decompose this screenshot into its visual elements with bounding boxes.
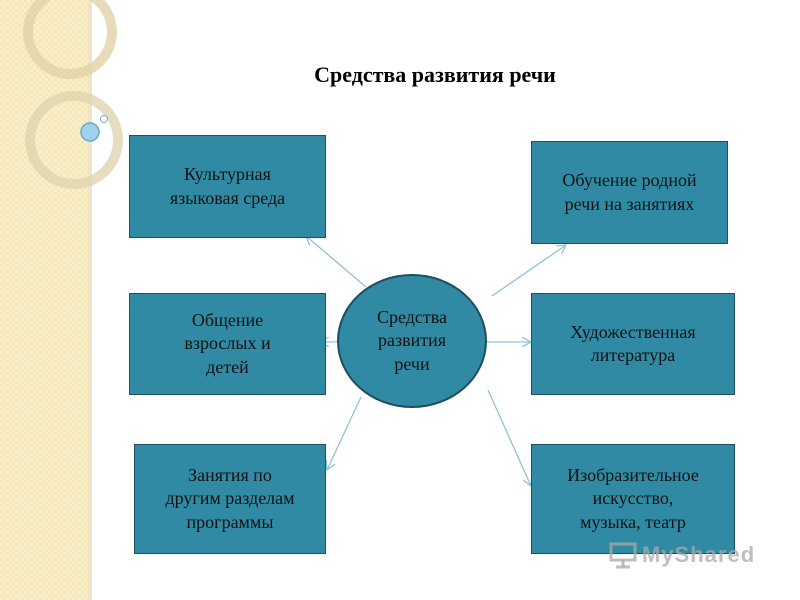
- box-fiction: Художественная литература: [531, 293, 735, 395]
- page-title: Средства развития речи: [314, 62, 556, 87]
- box-label: Изобразительное искусство, музыка, театр: [567, 464, 699, 532]
- watermark: MyShared: [608, 540, 755, 570]
- arrow-bottom-right: [487, 389, 531, 486]
- box-label: Обучение родной речи на занятиях: [562, 170, 697, 214]
- box-label: Художественная литература: [570, 321, 696, 365]
- side-strip-edge: [88, 0, 92, 600]
- arrow-top-left: [306, 236, 367, 288]
- box-adult-communication: Общение взрослых и детей: [129, 293, 326, 395]
- box-cultural-environment: Культурная языковая среда: [129, 135, 326, 238]
- presentation-icon: [609, 542, 637, 569]
- box-native-speech-lessons: Обучение родной речи на занятиях: [531, 141, 728, 244]
- center-ellipse: Средства развития речи: [337, 274, 487, 408]
- center-label: Средства развития речи: [376, 306, 448, 374]
- blue-bubble-icon: [80, 122, 100, 142]
- box-label: Занятия по другим разделам программы: [165, 464, 295, 532]
- arrow-bottom-left: [327, 396, 362, 470]
- box-other-classes: Занятия по другим разделам программы: [134, 444, 326, 554]
- decorative-circles: [23, 0, 123, 189]
- box-art-music-theatre: Изобразительное искусство, музыка, театр: [531, 444, 735, 554]
- box-label: Культурная языковая среда: [169, 164, 286, 208]
- arrow-top-right: [491, 245, 566, 297]
- watermark-text: MyShared: [642, 542, 756, 567]
- box-label: Общение взрослых и детей: [184, 309, 271, 377]
